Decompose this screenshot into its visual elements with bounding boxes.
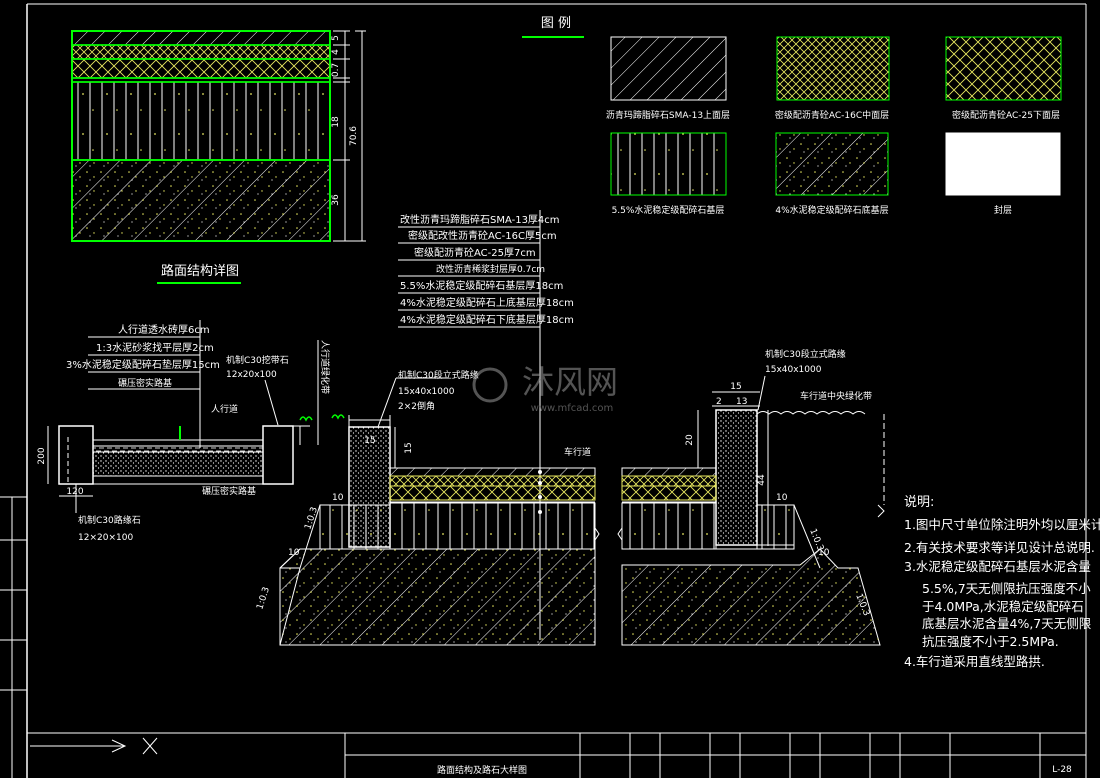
sidewalk-note-1: 人行道透水砖厚6cm: [118, 323, 210, 336]
notes-title: 说明:: [904, 495, 934, 510]
layer-note-4: 改性沥青稀浆封层厚0.7cm: [436, 263, 545, 275]
dim-15-right: 15: [730, 382, 741, 392]
curb-flat-size: 12x20x100: [226, 370, 277, 380]
drawing-title: 路面结构及路石大样图: [437, 764, 527, 776]
structure-title: 路面结构详图: [161, 263, 239, 279]
watermark-text: 沐风网: [522, 363, 618, 401]
dim-10-c: 10: [776, 493, 788, 503]
curb-left-size: 15x40x1000: [398, 387, 455, 397]
legend-label-sma: 沥青玛蹄脂碎石SMA-13上面层: [606, 109, 730, 121]
sidewalk-section: 人行道透水砖厚6cm 1:3水泥砂浆找平层厚2cm 3%水泥稳定级配碎石垫层厚1…: [37, 320, 310, 543]
pavement-structure-detail: 5 4 0.7 18 36 70.6 路面结构详图: [71, 30, 366, 284]
dim-120: 120: [66, 487, 83, 497]
dim-0-7: 0.7: [331, 63, 341, 77]
note-4: 4.车行道采用直线型路拱.: [904, 654, 1045, 669]
legend-swatch-seal: [945, 132, 1061, 196]
ucs-icon: [30, 737, 158, 755]
legend-swatch-ac16: [776, 36, 890, 101]
curb-right-label: 机制C30段立式路缘: [765, 348, 846, 360]
dim-10-b: 10: [288, 548, 300, 558]
note-3: 3.水泥稳定级配碎石基层水泥含量: [904, 559, 1091, 574]
sheet-frame: [0, 3, 1087, 778]
layer-note-1: 改性沥青玛蹄脂碎石SMA-13厚4cm: [400, 213, 560, 226]
dim-18: 18: [331, 116, 341, 128]
edge-stone-size: 12×20×100: [78, 533, 133, 543]
edge-stone-label: 机制C30路缘石: [78, 514, 141, 526]
dim-total: 70.6: [349, 126, 359, 146]
layer-note-2: 密级配改性沥青砼AC-16C厚5cm: [408, 229, 557, 242]
sheet-number: L-28: [1052, 765, 1072, 775]
legend-label-ac25: 密级配沥青砼AC-25下面层: [952, 109, 1060, 121]
layer-note-6: 4%水泥稳定级配碎石上底基层厚18cm: [400, 296, 574, 309]
sidewalk-note-2: 1:3水泥砂浆找平层厚2cm: [96, 341, 214, 354]
roadway-label: 车行道: [564, 446, 591, 458]
legend: 图 例 沥青玛蹄脂碎石SMA-13上面层 密级配沥青砼AC-16C中面层 密级配…: [522, 16, 1062, 216]
legend-label-subbase: 4%水泥稳定级配碎石底基层: [775, 204, 888, 216]
green-belt-label: 人行道绿化带: [319, 340, 331, 394]
dim-5: 5: [331, 35, 341, 41]
note-1: 1.图中尺寸单位除注明外均以厘米计: [904, 517, 1100, 532]
legend-label-base: 5.5%水泥稳定级配碎石基层: [612, 204, 725, 216]
dim-10-a: 10: [332, 493, 344, 503]
dim-13: 13: [736, 397, 747, 407]
median-label: 车行道中央绿化带: [800, 390, 872, 402]
slope-right-upper: 1:0.3: [807, 527, 825, 552]
note-3-line2: 5.5%,7天无侧限抗压强度不小: [922, 581, 1091, 596]
legend-label-seal: 封层: [994, 204, 1012, 216]
dim-20: 20: [685, 434, 695, 446]
dim-curb-15: 15: [364, 436, 375, 446]
legend-swatch-sma: [610, 36, 727, 101]
green-belt: 人行道绿化带: [299, 340, 345, 445]
watermark: 沐风网 www.mfcad.com: [472, 363, 618, 414]
road-section-left: 机制C30段立式路缘 15x40x1000 2×2倒角 15 15 10 10 …: [255, 369, 600, 646]
legend-swatch-base: [610, 132, 727, 196]
note-3-line4: 底基层水泥含量4%,7天无侧限: [922, 616, 1092, 631]
dim-200: 200: [37, 447, 47, 464]
note-3-line3: 于4.0MPa,水泥稳定级配碎石: [922, 599, 1084, 614]
slope-left-upper: 1:0.3: [303, 506, 320, 531]
curb-right-size: 15x40x1000: [765, 365, 822, 375]
dim-36: 36: [331, 194, 341, 206]
legend-swatch-ac25: [945, 36, 1062, 101]
curb-left-label: 机制C30段立式路缘: [398, 369, 479, 381]
dim-curb-exposed: 15: [404, 442, 414, 453]
slope-left-lower: 1:0.3: [255, 586, 272, 611]
dim-4: 4: [331, 49, 341, 55]
legend-label-ac16: 密级配沥青砼AC-16C中面层: [775, 109, 889, 121]
layer-notes: 改性沥青玛蹄脂碎石SMA-13厚4cm 密级配改性沥青砼AC-16C厚5cm 密…: [398, 210, 574, 640]
watermark-url: www.mfcad.com: [531, 403, 614, 414]
curb-flat-label: 机制C30挖带石: [226, 354, 289, 366]
sidewalk-note-4: 碾压密实路基: [118, 377, 172, 389]
sidewalk-note-3: 3%水泥稳定级配碎石垫层厚15cm: [66, 358, 220, 371]
curb-left-chamfer: 2×2倒角: [398, 400, 435, 412]
dim-44: 44: [757, 474, 767, 486]
dim-10-d: 10: [818, 548, 830, 558]
subgrade-label: 碾压密实路基: [202, 485, 256, 497]
legend-title: 图 例: [541, 16, 571, 31]
layer-note-7: 4%水泥稳定级配碎石下底基层厚18cm: [400, 313, 574, 326]
note-2: 2.有关技术要求等详见设计总说明.: [904, 540, 1095, 555]
layer-note-3: 密级配沥青砼AC-25厚7cm: [414, 246, 536, 259]
sidewalk-label: 人行道: [211, 403, 238, 415]
dim-2: 2: [716, 397, 722, 407]
layer-note-5: 5.5%水泥稳定级配碎石基层厚18cm: [400, 279, 563, 292]
road-section-right: 机制C30段立式路缘 15x40x1000 车行道中央绿化带 15 2 13 2…: [617, 348, 885, 646]
notes: 说明: 1.图中尺寸单位除注明外均以厘米计 2.有关技术要求等详见设计总说明. …: [904, 495, 1100, 669]
note-3-line5: 抗压强度不小于2.5MPa.: [922, 634, 1059, 649]
title-block: 路面结构及路石大样图 L-28: [344, 733, 1086, 778]
